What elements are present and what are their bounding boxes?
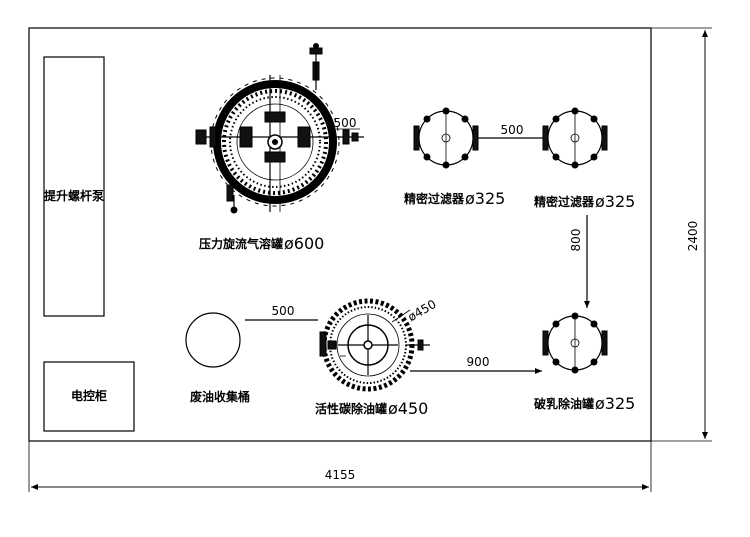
waste-carbon-spacing-label: 500 [272,304,295,318]
pressure-tank-size: ø600 [284,234,324,253]
activated-carbon-tank-label: 活性碳除油罐 ø450 [315,399,428,418]
filter-right-size: ø325 [595,192,635,211]
precision-filter-right-label: 精密过滤器 ø325 [534,192,635,211]
filter-spacing-label: 500 [501,123,524,137]
carbon-inner-size-label: ø450 [405,297,438,324]
filter-demulsify-spacing-label: 800 [569,229,583,252]
overall-height-dimension: 2400 [686,30,708,439]
carbon-tank-name: 活性碳除油罐 [315,401,387,416]
overall-width-dimension: 4155 [31,468,649,490]
screw-pump-panel: 提升螺杆泵 [43,56,105,317]
overall-width-label: 4155 [325,468,356,482]
pressure-tank-label: 压力旋流气溶罐 ø600 [199,234,324,253]
waste-oil-drum [185,312,241,368]
screw-pump-label: 提升螺杆泵 [44,188,104,203]
activated-carbon-tank [319,298,430,392]
control-cabinet-label: 电控柜 [71,388,107,403]
filter-right-name: 精密过滤器 [534,194,595,209]
control-cabinet: 电控柜 [43,361,135,432]
pressure-tank-spacing-label: 500 [334,116,357,130]
overall-height-label: 2400 [686,221,700,252]
pressure-cyclone-tank [195,43,364,214]
demulsify-tank [542,312,608,374]
demulsify-tank-size: ø325 [595,394,635,413]
demulsify-tank-label: 破乳除油罐 ø325 [534,394,635,413]
precision-filter-right [542,107,608,169]
precision-filter-left-label: 精密过滤器 ø325 [404,189,505,208]
filter-left-name: 精密过滤器 [404,191,465,206]
carbon-demulsify-spacing-label: 900 [467,355,490,369]
demulsify-tank-name: 破乳除油罐 [534,396,594,411]
waste-oil-drum-label: 废油收集桶 [190,389,250,404]
precision-filter-left [413,107,479,169]
pressure-tank-name: 压力旋流气溶罐 [199,236,283,251]
skid-frame [28,27,652,442]
filter-left-size: ø325 [465,189,505,208]
carbon-tank-size: ø450 [388,399,428,418]
